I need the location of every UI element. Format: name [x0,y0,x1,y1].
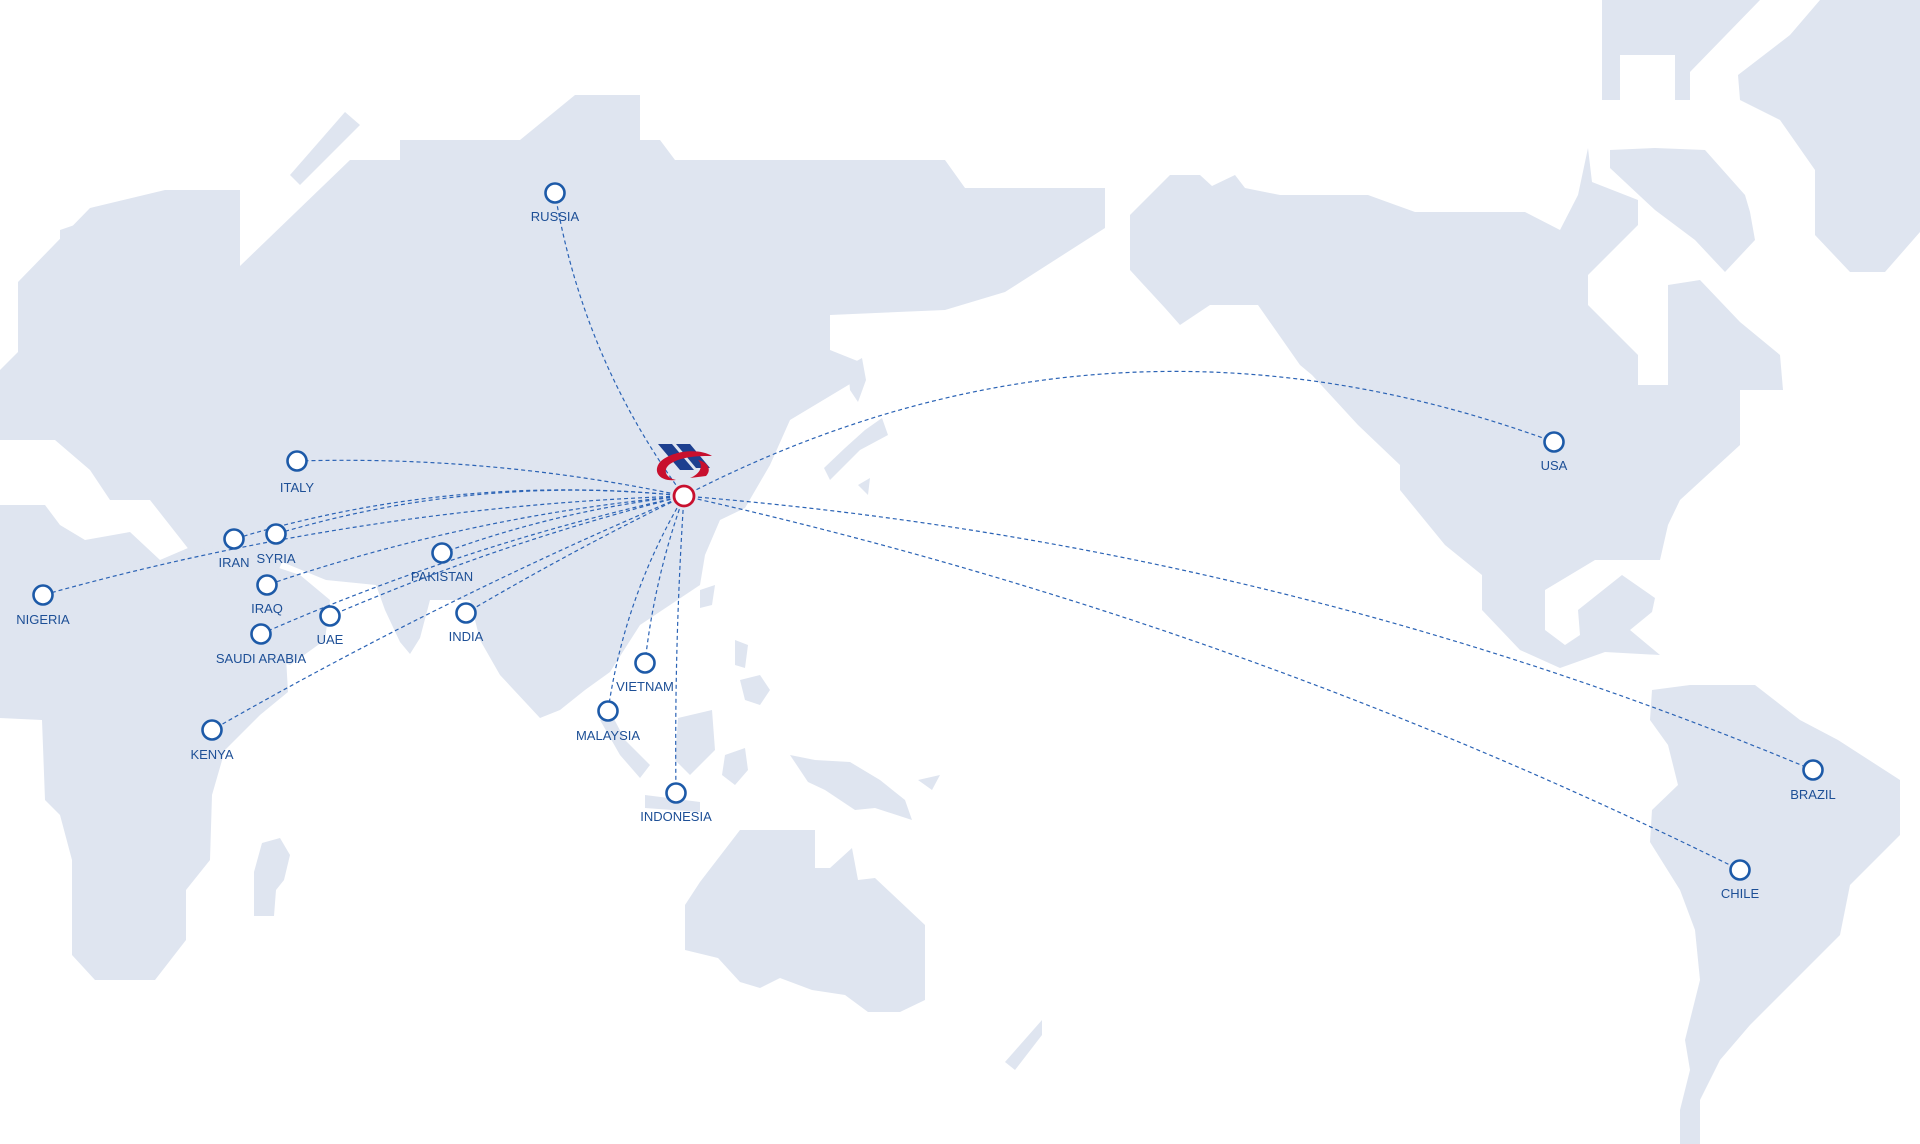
label-saudi-arabia: SAUDI ARABIA [216,651,307,666]
marker-syria[interactable] [265,523,287,545]
marker-brazil[interactable] [1802,759,1824,781]
land-greenland-north [1602,0,1920,272]
route-malaysia [607,495,685,712]
land-new-zealand [1005,1020,1042,1070]
routes [42,192,1814,871]
land-eurasia [0,95,1105,718]
land-madagascar [254,838,290,916]
land-north-america [1130,148,1783,668]
label-indonesia: INDONESIA [640,809,712,824]
marker-malaysia[interactable] [597,700,619,722]
route-russia [554,192,685,497]
route-indonesia [675,495,685,794]
logo-swoosh-tail [690,460,709,478]
label-usa: USA [1541,458,1568,473]
label-brazil: BRAZIL [1790,787,1836,802]
marker-iraq[interactable] [256,574,278,596]
label-iraq: IRAQ [251,601,283,616]
marker-india[interactable] [455,602,477,624]
hub-marker[interactable] [672,484,696,508]
marker-iran[interactable] [223,528,245,550]
label-india: INDIA [449,629,484,644]
land-new-guinea [790,755,940,820]
route-italy [296,459,685,497]
marker-saudi-arabia[interactable] [250,623,272,645]
company-logo [656,444,712,481]
label-uae: UAE [317,632,344,647]
label-syria: SYRIA [256,551,295,566]
route-usa [683,370,1555,497]
land-taiwan [700,585,715,608]
land-africa [0,505,288,980]
marker-usa[interactable] [1543,431,1565,453]
marker-uae[interactable] [319,605,341,627]
land-philippines [735,640,770,705]
label-chile: CHILE [1721,886,1760,901]
route-iraq [266,495,685,586]
land-sulawesi [722,748,748,785]
route-chile [683,495,1741,871]
route-vietnam [644,495,685,664]
route-pakistan [441,495,685,554]
label-nigeria: NIGERIA [16,612,70,627]
marker-chile[interactable] [1729,859,1751,881]
label-iran: IRAN [218,555,249,570]
marker-indonesia[interactable] [665,782,687,804]
label-malaysia: MALAYSIA [576,728,640,743]
label-italy: ITALY [280,480,315,495]
land-sumatra-java [600,715,700,812]
route-kenya [211,495,685,731]
label-kenya: KENYA [190,747,233,762]
marker-vietnam[interactable] [634,652,656,674]
logo-swoosh [656,451,712,481]
marker-nigeria[interactable] [32,584,54,606]
label-russia: RUSSIA [531,209,580,224]
marker-russia[interactable] [544,182,566,204]
route-nigeria [42,495,685,596]
land-arabia [212,545,330,665]
label-pakistan: PAKISTAN [411,569,473,584]
route-brazil [683,495,1814,771]
label-vietnam: VIETNAM [616,679,674,694]
land-british-isles [58,218,124,325]
destination-markers: RUSSIA ITALY SYRIA IRAN NIGERIA PAKISTAN IRAQ U… [16,182,1836,901]
land-japan [824,358,888,495]
hub [656,444,712,508]
route-india [465,495,685,614]
land-australia [685,830,925,1012]
route-iran [233,489,685,540]
land-borneo [675,710,715,775]
marker-kenya[interactable] [201,719,223,741]
route-uae [329,495,685,617]
land-scandinavia [290,112,360,185]
marker-italy[interactable] [286,450,308,472]
land-south-america [1650,685,1900,1144]
marker-pakistan[interactable] [431,542,453,564]
land-arctic-islands [1610,148,1755,272]
